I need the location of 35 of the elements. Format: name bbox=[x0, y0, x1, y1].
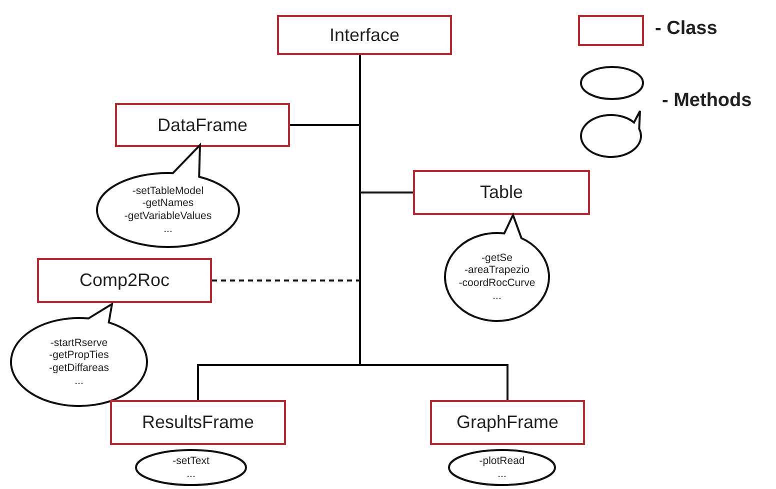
class-name: Comp2Roc bbox=[79, 270, 170, 291]
class-name: GraphFrame bbox=[456, 412, 559, 433]
method-text: -startRserve bbox=[50, 336, 108, 350]
method-text: -getDiffareas bbox=[49, 362, 109, 375]
class-box bbox=[413, 170, 590, 215]
class-box bbox=[277, 15, 452, 55]
method-text: ... bbox=[74, 374, 84, 388]
method-text: -getNames bbox=[142, 197, 194, 210]
method-text: -setTableModel bbox=[132, 184, 204, 198]
method-speech-bubble bbox=[96, 144, 240, 248]
method-text: ... bbox=[498, 468, 506, 480]
method-text: -getPropTies bbox=[49, 349, 109, 362]
method-ellipse bbox=[448, 449, 556, 486]
method-text: -getSe bbox=[482, 252, 512, 264]
method-speech-bubble bbox=[10, 303, 148, 407]
method-text: -getVariableValues bbox=[124, 210, 212, 223]
method-text: ... bbox=[186, 468, 196, 480]
method-text: -setText bbox=[172, 454, 210, 468]
class-name: Interface bbox=[329, 24, 400, 46]
method-text: -plotRead bbox=[479, 454, 525, 468]
method-text: ... bbox=[492, 290, 502, 302]
legend-text: - Class bbox=[655, 18, 718, 40]
method-ellipse bbox=[135, 449, 247, 486]
legend-text: - Methods bbox=[662, 90, 752, 112]
class-name: Table bbox=[480, 182, 524, 203]
class-box bbox=[430, 400, 585, 445]
class-name: DataFrame bbox=[157, 114, 248, 136]
method-text: -coordRocCurve bbox=[458, 277, 536, 290]
class-box bbox=[110, 400, 286, 445]
class-box bbox=[37, 258, 212, 303]
method-text: ... bbox=[164, 222, 172, 236]
class-name: ResultsFrame bbox=[142, 412, 254, 433]
method-speech-bubble bbox=[444, 214, 550, 322]
class-box bbox=[115, 103, 290, 147]
method-text: -areaTrapezio bbox=[464, 264, 530, 277]
